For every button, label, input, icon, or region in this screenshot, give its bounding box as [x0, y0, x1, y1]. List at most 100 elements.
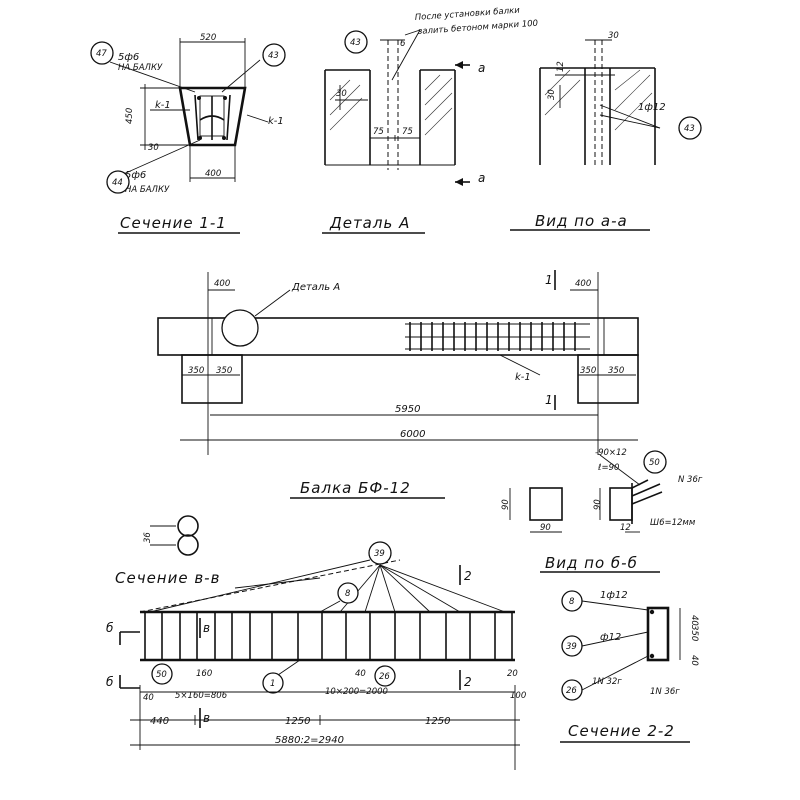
note-plate-l: ℓ=90 — [597, 463, 619, 473]
label-k1-beam: k-1 — [515, 372, 531, 383]
dim-400: 400 — [205, 169, 221, 179]
dim-1250-a: 1250 — [285, 716, 310, 727]
section-mark-b-top: б — [106, 621, 114, 635]
label-k1-left: k-1 — [155, 100, 171, 111]
detail-a: а а 43 6 30 75 75 После установки балки … — [322, 6, 538, 234]
dim-75-left: 75 — [373, 127, 384, 137]
section-mark-a-top: а — [478, 61, 485, 75]
view-a-a: 30 12 30 1ф12 43 Вид по а-а — [510, 31, 702, 231]
dim-90-a: 90 — [501, 499, 511, 510]
mark-43-view-bubble — [678, 116, 702, 140]
dim-20: 20 — [507, 669, 518, 679]
dim-450: 450 — [125, 108, 135, 124]
mark-8-bubble — [337, 582, 359, 604]
dim-36: 36 — [143, 532, 153, 543]
title-detail-a: Деталь А — [329, 214, 410, 232]
dim-12: 12 — [620, 523, 631, 533]
mark-39: 39 — [374, 549, 385, 559]
mark-43-detail: 43 — [350, 38, 361, 48]
section-mark-2-top: 2 — [464, 569, 472, 583]
mark-39-s22: 39 — [566, 642, 577, 652]
note-on-beam-top: НА БАЛКУ — [118, 63, 163, 73]
section-1-1: 520 450 30 400 k-1 k-1 5ф6 НА БАЛКУ 5ф6 … — [90, 33, 286, 234]
section-mark-b-bot: б — [106, 675, 114, 689]
dim-10x200: 10×200=2000 — [325, 687, 388, 697]
mark-26-s22: 26 — [566, 686, 577, 696]
frame-k1: Сечение в-в 39 8 50 1 26 2 2 — [106, 541, 526, 770]
dim-350-c: 350 — [580, 366, 596, 376]
dim-6000: 6000 — [400, 429, 425, 440]
mark-44-bubble — [106, 170, 130, 194]
dim-40-s22b: 40 — [689, 655, 699, 666]
mark-8-s22: 8 — [569, 597, 575, 607]
mark-50-frame-bubble — [151, 663, 173, 685]
dim-30: 30 — [148, 143, 159, 153]
section-mark-a-bot: а — [478, 171, 485, 185]
beam-bf-12: Деталь А 1 1 400 400 350 350 350 350 k-1… — [157, 270, 639, 499]
section-2-2: 40 350 40 8 39 26 1ф12 ф12 1N 32г 1N 36г… — [560, 590, 699, 743]
mark-47: 47 — [96, 49, 107, 59]
note-s22-n36g: 1N 36г — [650, 687, 680, 697]
dim-100: 100 — [510, 691, 526, 701]
mark-50: 50 — [649, 458, 660, 468]
dim-440: 440 — [150, 716, 169, 727]
dim-30-view: 30 — [608, 31, 619, 41]
dim-75-right: 75 — [402, 127, 413, 137]
mark-47-bubble — [90, 41, 114, 65]
mark-44: 44 — [112, 178, 123, 188]
mark-1-bubble — [262, 672, 284, 694]
note-detail-a: Деталь А — [291, 282, 340, 293]
mark-26-bubble — [374, 665, 396, 687]
section-mark-1-top: 1 — [545, 273, 553, 287]
section-mark-2-bot: 2 — [464, 675, 472, 689]
dim-6: 6 — [400, 39, 406, 49]
mark-1: 1 — [270, 679, 275, 689]
title-beam: Балка БФ-12 — [300, 479, 411, 497]
dim-520: 520 — [200, 33, 216, 43]
view-b-b: 50 -90×12 ℓ=90 N 36г Ш6=12мм 90 90 90 12… — [501, 448, 703, 573]
label-k1-right: k-1 — [268, 116, 284, 127]
note-w6: Ш6=12мм — [650, 518, 696, 528]
title-section-vv: Сечение в-в — [115, 569, 220, 587]
dim-12-view: 12 — [556, 61, 566, 72]
detail-a-callout-circle — [221, 309, 259, 347]
dim-5950: 5950 — [395, 404, 420, 415]
mark-43: 43 — [268, 51, 279, 61]
section-mark-v-bot: в — [203, 711, 210, 725]
dim-350-s22: 350 — [689, 625, 699, 641]
dim-90-c: 90 — [593, 499, 603, 510]
dim-30-detail: 30 — [336, 89, 347, 99]
mark-50-frame: 50 — [156, 670, 167, 680]
dim-400-left: 400 — [214, 279, 230, 289]
note-plate: -90×12 — [595, 448, 627, 458]
dim-160: 160 — [196, 669, 212, 679]
dim-30b-view: 30 — [547, 89, 557, 100]
mark-8: 8 — [345, 589, 351, 599]
note-s22-1d12: 1ф12 — [600, 590, 628, 601]
title-view-aa: Вид по а-а — [535, 212, 628, 230]
mark-39-bubble — [368, 541, 392, 565]
dim-40-a: 40 — [143, 693, 154, 703]
double-bar-symbol: 36 — [143, 515, 199, 556]
dim-350-a: 350 — [188, 366, 204, 376]
mark-26: 26 — [379, 672, 390, 682]
dim-40-s22a: 40 — [689, 615, 699, 626]
title-section-1-1: Сечение 1-1 — [120, 214, 227, 232]
dim-40-b: 40 — [355, 669, 366, 679]
dim-5x160: 5×160=806 — [175, 691, 228, 701]
note-1d12: 1ф12 — [638, 102, 666, 113]
dim-5880: 5880:2=2940 — [275, 735, 344, 746]
note-5d6-bot: 5ф6 — [125, 170, 146, 181]
note-s22-d12: ф12 — [600, 632, 621, 643]
title-section-2-2: Сечение 2-2 — [568, 722, 675, 740]
note-s22-n32g: 1N 32г — [592, 677, 622, 687]
note-5d6-top: 5ф6 — [118, 52, 139, 63]
title-view-bb: Вид по б-б — [545, 554, 638, 572]
section-mark-v-top: в — [203, 621, 210, 635]
mark-43-view: 43 — [684, 124, 695, 134]
mark-50-bubble — [643, 450, 667, 474]
mark-43-detail-bubble — [344, 30, 368, 54]
mark-43-bubble — [262, 43, 286, 67]
dim-1250-b: 1250 — [425, 716, 450, 727]
